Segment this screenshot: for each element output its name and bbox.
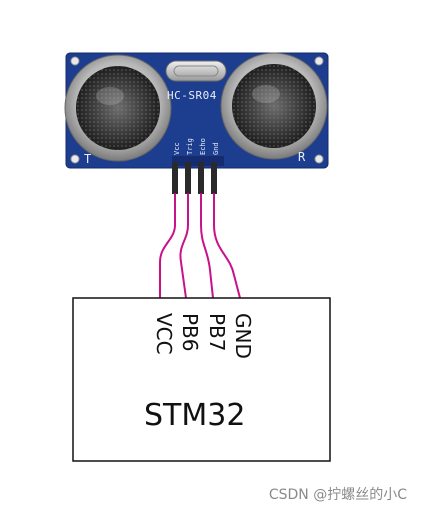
sensor-pin-label-gnd: Gnd bbox=[212, 142, 220, 155]
mounting-hole bbox=[314, 154, 324, 164]
mcu-pin-label-pb7: PB7 bbox=[205, 313, 229, 352]
stm32-board: VCC PB6 PB7 GND STM32 bbox=[72, 297, 331, 462]
sensor-pin-label-vcc: Vcc bbox=[173, 142, 181, 155]
sensor-model-label: HC-SR04 bbox=[167, 89, 217, 102]
sensor-r-label: R bbox=[298, 150, 306, 164]
transmitter-transducer bbox=[64, 54, 172, 162]
stm32-box bbox=[72, 297, 331, 462]
watermark: CSDN @拧螺丝的小C bbox=[268, 487, 407, 503]
crystal-oscillator bbox=[165, 60, 227, 82]
mcu-pin-label-gnd: GND bbox=[231, 313, 255, 359]
mcu-pin-label-pb6: PB6 bbox=[178, 313, 202, 352]
sensor-t-label: T bbox=[84, 152, 91, 166]
mounting-hole bbox=[314, 56, 324, 66]
receiver-transducer bbox=[220, 52, 328, 160]
wire-echo bbox=[200, 193, 214, 299]
hc-sr04-sensor: HC-SR04 T R Vcc Trig Echo Gnd bbox=[64, 52, 329, 169]
wire-trig bbox=[179, 193, 189, 299]
mcu-name: STM32 bbox=[144, 398, 245, 433]
pin-header bbox=[172, 162, 217, 194]
mounting-hole bbox=[70, 154, 80, 164]
mounting-hole bbox=[70, 56, 80, 66]
sensor-pin-label-echo: Echo bbox=[199, 138, 207, 155]
wire-vcc bbox=[159, 193, 176, 299]
wire-gnd bbox=[213, 193, 241, 299]
mcu-pin-label-vcc: VCC bbox=[152, 313, 176, 355]
sensor-pin-label-trig: Trig bbox=[186, 138, 194, 155]
